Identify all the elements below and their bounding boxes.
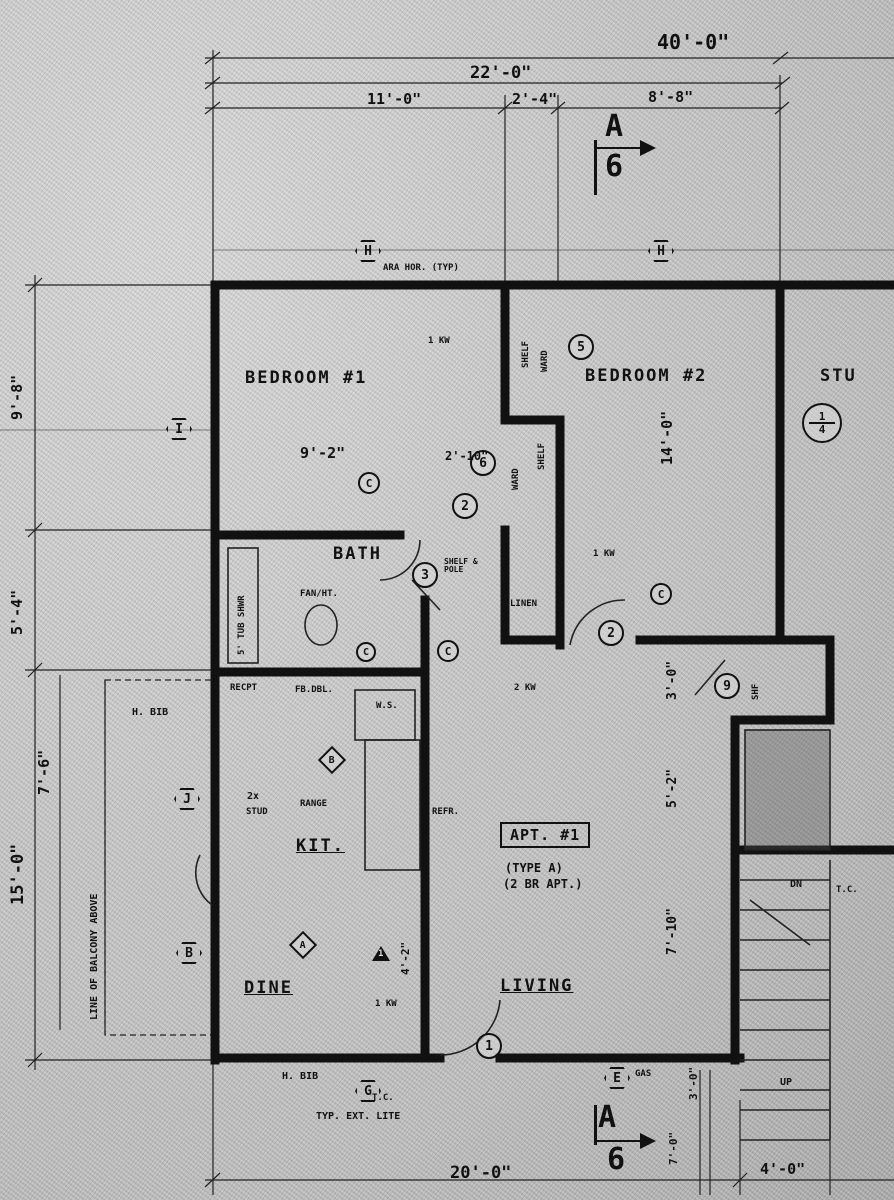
room-label-living: LIVING [500,976,574,996]
apartment-desc: (2 BR APT.) [503,877,583,891]
dim-bedroom2-depth: 14'-0" [658,410,676,465]
dim-bedroom1-width: 11'-0" [367,90,422,108]
note-tc-stair: T.C. [836,885,858,895]
dim-top-left-span: 22'-0" [470,63,532,83]
tag-c-hall: C [437,640,459,662]
room-label-bath: BATH [333,544,382,564]
note-kw-hall: 2 KW [514,683,536,693]
note-h-bib: H. BIB [132,707,169,718]
note-kw-bedroom2: 1 KW [593,549,615,559]
tag-h-right: H [648,240,674,262]
door-tag-2b: 2 [598,620,624,646]
room-label-kitchen: KIT. [296,836,345,856]
dim-living-lower: 7'-10" [665,908,680,955]
note-ws: W.S. [376,701,398,711]
door-tag-9: 9 [714,673,740,699]
tag-g: G [355,1080,381,1102]
door-tag-1: 1 [476,1033,502,1059]
note-tc: T.C. [372,1093,394,1103]
section-mark-bottom-sheet: 6 [607,1142,626,1177]
section-mark-bottom-letter: A [598,1100,617,1135]
note-stud-2x: 2x [247,791,260,802]
dim-bottom-small-a: 3'-0" [687,1066,700,1100]
note-range: RANGE [300,799,328,809]
note-shelf-a: SHELF [521,340,531,368]
note-shelf-b: SHELF [537,442,547,470]
door-tag-2a: 2 [452,493,478,519]
apartment-label: APT. #1 [500,822,591,848]
note-gas: GAS [635,1069,652,1079]
note-balcony: LINE OF BALCONY ABOVE [89,893,100,1020]
dim-kitchen-depth: 15'-0" [8,843,28,905]
dim-bath-depth: 5'-4" [8,589,26,635]
dim-kitchen-counter: 4'-2" [399,941,412,975]
tag-e: E [604,1067,630,1089]
dim-overall-top: 40'-0" [657,30,730,54]
detail-mark-number: 1 [818,410,826,423]
dim-bottom-small-b: 7'-0" [667,1131,680,1165]
note-linen: LINEN [510,599,538,609]
detail-mark-sheet: 4 [809,422,835,435]
door-tag-5: 5 [568,334,594,360]
door-tag-6: 6 [470,450,496,476]
dim-door-offset: 2'-10" [445,449,489,463]
room-label-study: STU [820,366,857,386]
tag-h-left: H [355,240,381,262]
tag-b: B [176,942,202,964]
note-typ-ext-lite: TYP. EXT. LITE [316,1111,401,1122]
note-ara-hor: ARA HOR. (TYP) [383,263,459,273]
note-ward-a: WARD [540,350,550,372]
section-mark-top-sheet: 6 [605,149,624,184]
detail-mark: 1 4 [802,403,842,443]
tag-c-bedroom2: C [650,583,672,605]
dim-closet-width: 2'-4" [512,90,558,108]
door-tag-3: 3 [412,562,438,588]
note-shf: SHF [751,683,761,700]
note-stud: STUD [246,807,268,817]
room-label-dine: DINE [244,978,293,998]
dim-hall-depth: 3'-0" [665,660,680,700]
note-tub: 5' TUB SHWR [237,595,247,655]
note-fan: FAN/HT. [300,589,338,599]
tag-c-bedroom1: C [358,472,380,494]
note-fbdbl: FB.DBL. [295,685,333,695]
tag-i: I [166,418,192,440]
apartment-type: (TYPE A) [505,861,563,875]
dim-bottom-overall: 20'-0" [450,1163,512,1183]
dim-balcony-depth: 7'-6" [35,749,53,795]
dim-bedroom1-depth: 9'-8" [8,374,26,420]
note-shelf-pole: SHELF & POLE [444,557,478,574]
note-kw-bedroom1: 1 KW [428,336,450,346]
room-label-bedroom1: BEDROOM #1 [245,368,368,388]
dim-living-upper: 5'-2" [665,768,680,808]
tag-c-bath: C [356,642,376,662]
dim-bedroom1-inner: 9'-2" [300,444,346,462]
dim-bedroom2-width: 8'-8" [648,88,694,106]
note-ward-b: WARD [511,468,521,490]
note-kw-dine: 1 KW [375,999,397,1009]
section-mark-top-letter: A [605,109,624,144]
note-recpt: RECPT [230,683,258,693]
note-up: UP [780,1077,793,1088]
note-dn: DN [790,879,803,890]
note-h-bib-bottom: H. BIB [282,1071,319,1082]
dim-bottom-stair: 4'-0" [760,1160,806,1178]
room-label-bedroom2: BEDROOM #2 [585,366,708,386]
triangle-1: 1 [372,946,390,961]
note-refr: REFR. [432,807,460,817]
tag-j: J [174,788,200,810]
